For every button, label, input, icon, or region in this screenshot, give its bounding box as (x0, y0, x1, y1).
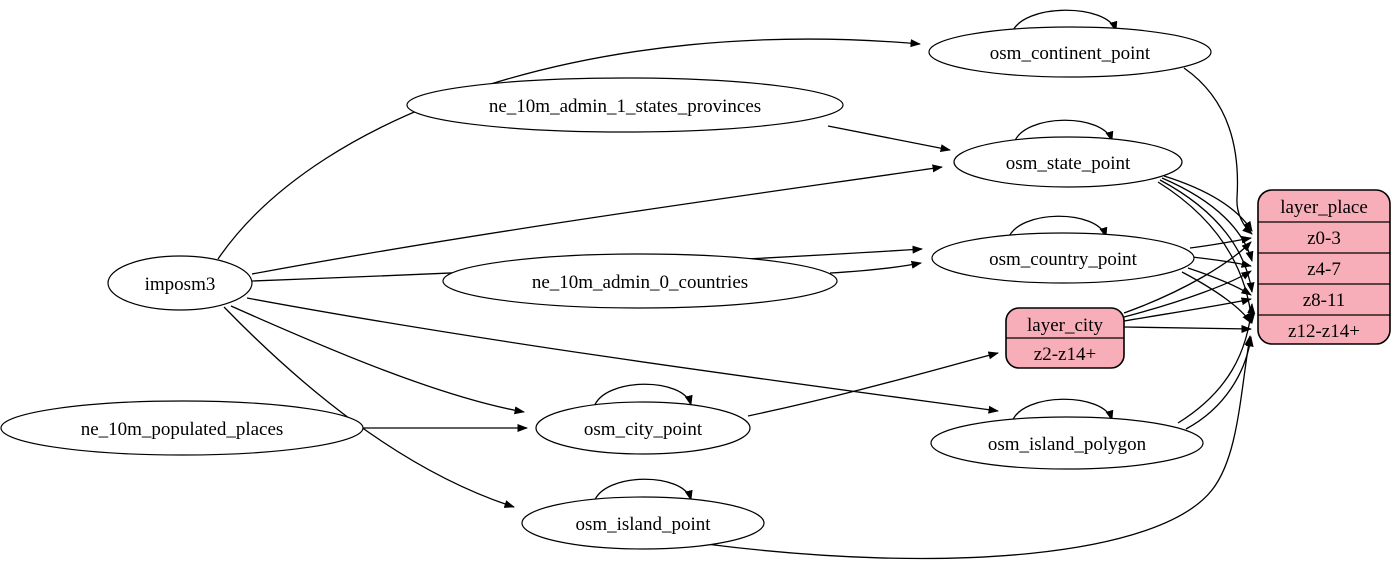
layer-city-title: layer_city (1027, 315, 1103, 336)
imposm3-label: imposm3 (145, 274, 216, 295)
osm-city-point-label: osm_city_point (584, 419, 703, 440)
edge-osm-state-point-to-z0-3 (1163, 175, 1253, 232)
self-loop-osm-continent-point (1011, 9, 1118, 34)
layer-place-row-z0-3: z0-3 (1307, 228, 1341, 249)
self-loop-osm-country-point (1007, 215, 1108, 240)
osm-state-point-label: osm_state_point (1006, 153, 1131, 174)
layer-city-row-z2-z14: z2-z14+ (1034, 344, 1096, 365)
edge-osm-island-polygon-to-z8-11 (1177, 303, 1256, 424)
osm-island-polygon-shape (930, 416, 1204, 470)
edge-layer-city-to-z12-z14 (1123, 324, 1252, 333)
layer-place-shape (1257, 189, 1391, 345)
edge-layer-city-to-z4-7 (1123, 270, 1252, 318)
osm-country-point-label: osm_country_point (989, 249, 1137, 270)
osm-island-point-shape (521, 496, 765, 550)
self-loop-osm-city-point (593, 383, 693, 408)
node-osm-continent-point: osm_continent_point (928, 26, 1212, 78)
osm-country-point-shape (931, 232, 1195, 284)
edge-osm-country-point-to-z12-z14 (1181, 271, 1252, 324)
node-osm-island-polygon: osm_island_polygon (930, 416, 1204, 470)
osm-continent-point-shape (928, 26, 1212, 78)
node-osm-state-point: osm_state_point (953, 136, 1183, 188)
node-osm-country-point: osm_country_point (931, 232, 1195, 284)
node-layer-place: layer_place z0-3 z4-7 z8-11 z12-z14+ (1257, 189, 1391, 345)
node-ne-10m-populated-places: ne_10m_populated_places (0, 400, 364, 456)
node-imposm3: imposm3 (107, 255, 253, 311)
edge-ne-10m-admin-1-to-osm-state-point (827, 125, 951, 153)
edge-osm-country-point-to-z0-3 (1189, 235, 1252, 249)
edge-layer-city-to-z0-3 (1123, 241, 1252, 314)
node-osm-city-point: osm_city_point (535, 401, 751, 455)
ne-10m-populated-places-label: ne_10m_populated_places (81, 419, 284, 440)
edge-imposm3-to-osm-continent-point (217, 38, 921, 260)
self-loop-osm-island-point (593, 478, 693, 503)
edge-imposm3-to-osm-city-point (230, 305, 525, 415)
self-loop-osm-island-polygon (1011, 398, 1114, 423)
layer-place-row-z4-7: z4-7 (1307, 259, 1341, 280)
osm-island-point-label: osm_island_point (575, 514, 711, 535)
osm-island-polygon-label: osm_island_polygon (988, 434, 1147, 455)
ne-10m-admin-0-countries-label: ne_10m_admin_0_countries (532, 272, 748, 293)
osm-state-point-shape (953, 136, 1183, 188)
ne-10m-populated-places-shape (0, 400, 364, 456)
node-ne-10m-admin-0-countries: ne_10m_admin_0_countries (442, 253, 838, 309)
edge-layer-city-to-z8-11 (1123, 297, 1252, 322)
node-ne-10m-admin-1-states-provinces: ne_10m_admin_1_states_provinces (406, 77, 844, 133)
layer-place-row-z8-11: z8-11 (1303, 290, 1346, 311)
osm-city-point-shape (535, 401, 751, 455)
osm-continent-point-label: osm_continent_point (990, 43, 1151, 64)
node-osm-island-point: osm_island_point (521, 496, 765, 550)
edge-imposm3-to-osm-state-point (251, 164, 943, 275)
ne-10m-admin-1-states-provinces-label: ne_10m_admin_1_states_provinces (489, 96, 761, 117)
imposm3-shape (107, 255, 253, 311)
ne-10m-admin-1-states-provinces-shape (406, 77, 844, 133)
edge-imposm3-to-osm-island-polygon (246, 297, 999, 414)
ne-10m-admin-0-countries-shape (442, 253, 838, 309)
edge-osm-country-point-to-z8-11 (1187, 267, 1252, 296)
edge-osm-island-point-to-z12-z14 (705, 335, 1253, 560)
edge-ne-10m-admin-0-to-osm-country-point (829, 260, 922, 274)
node-layer-city: layer_city z2-z14+ (1005, 307, 1125, 369)
self-loop-osm-state-point (1013, 119, 1114, 144)
edge-osm-continent-point-to-z0-3 (1183, 67, 1253, 235)
edge-osm-city-point-to-layer-city (747, 351, 999, 417)
layer-place-row-z12-z14: z12-z14+ (1288, 321, 1360, 342)
layer-place-title: layer_place (1280, 197, 1368, 218)
